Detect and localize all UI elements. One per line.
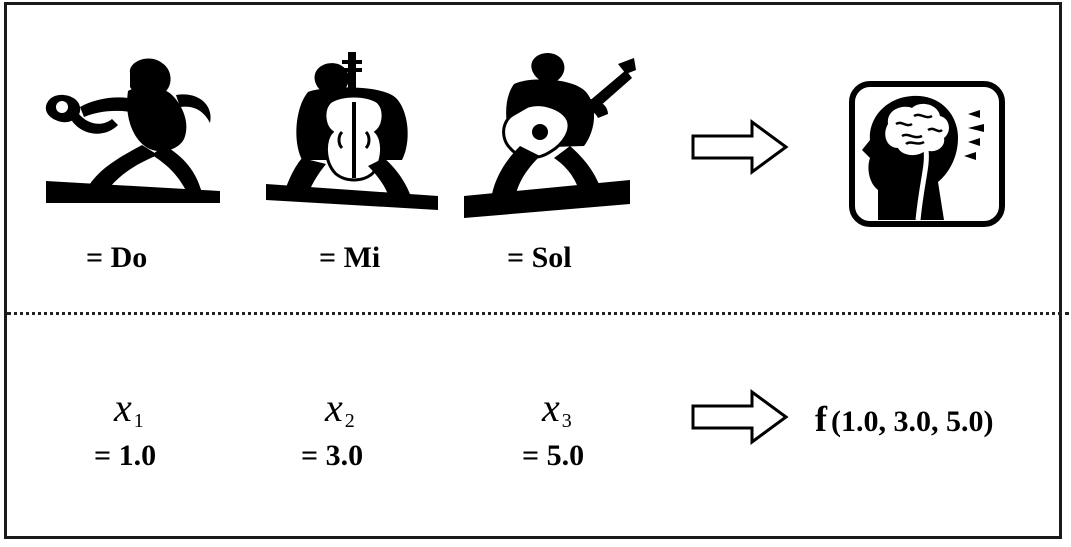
saxophone-player-icon xyxy=(45,58,220,203)
player-label-sol: = Sol xyxy=(507,241,572,274)
dotted-divider xyxy=(7,312,1069,315)
value-x2: = 3.0 xyxy=(301,439,364,472)
right-arrow-icon xyxy=(691,389,789,445)
guitar-player-icon xyxy=(464,52,636,218)
value-x1: = 1.0 xyxy=(94,439,157,472)
function-args: (1.0, 3.0, 5.0) xyxy=(831,405,994,438)
function-name: f xyxy=(815,399,827,439)
function-expression: f(1.0, 3.0, 5.0) xyxy=(815,398,993,440)
value-x3: = 5.0 xyxy=(522,439,585,472)
right-arrow-icon xyxy=(691,119,789,175)
diagram-frame xyxy=(4,2,1062,539)
cello-player-icon xyxy=(266,52,438,210)
head-with-brain-icon xyxy=(849,81,1005,227)
player-label-do: = Do xyxy=(86,241,148,274)
player-label-mi: = Mi xyxy=(319,241,381,274)
